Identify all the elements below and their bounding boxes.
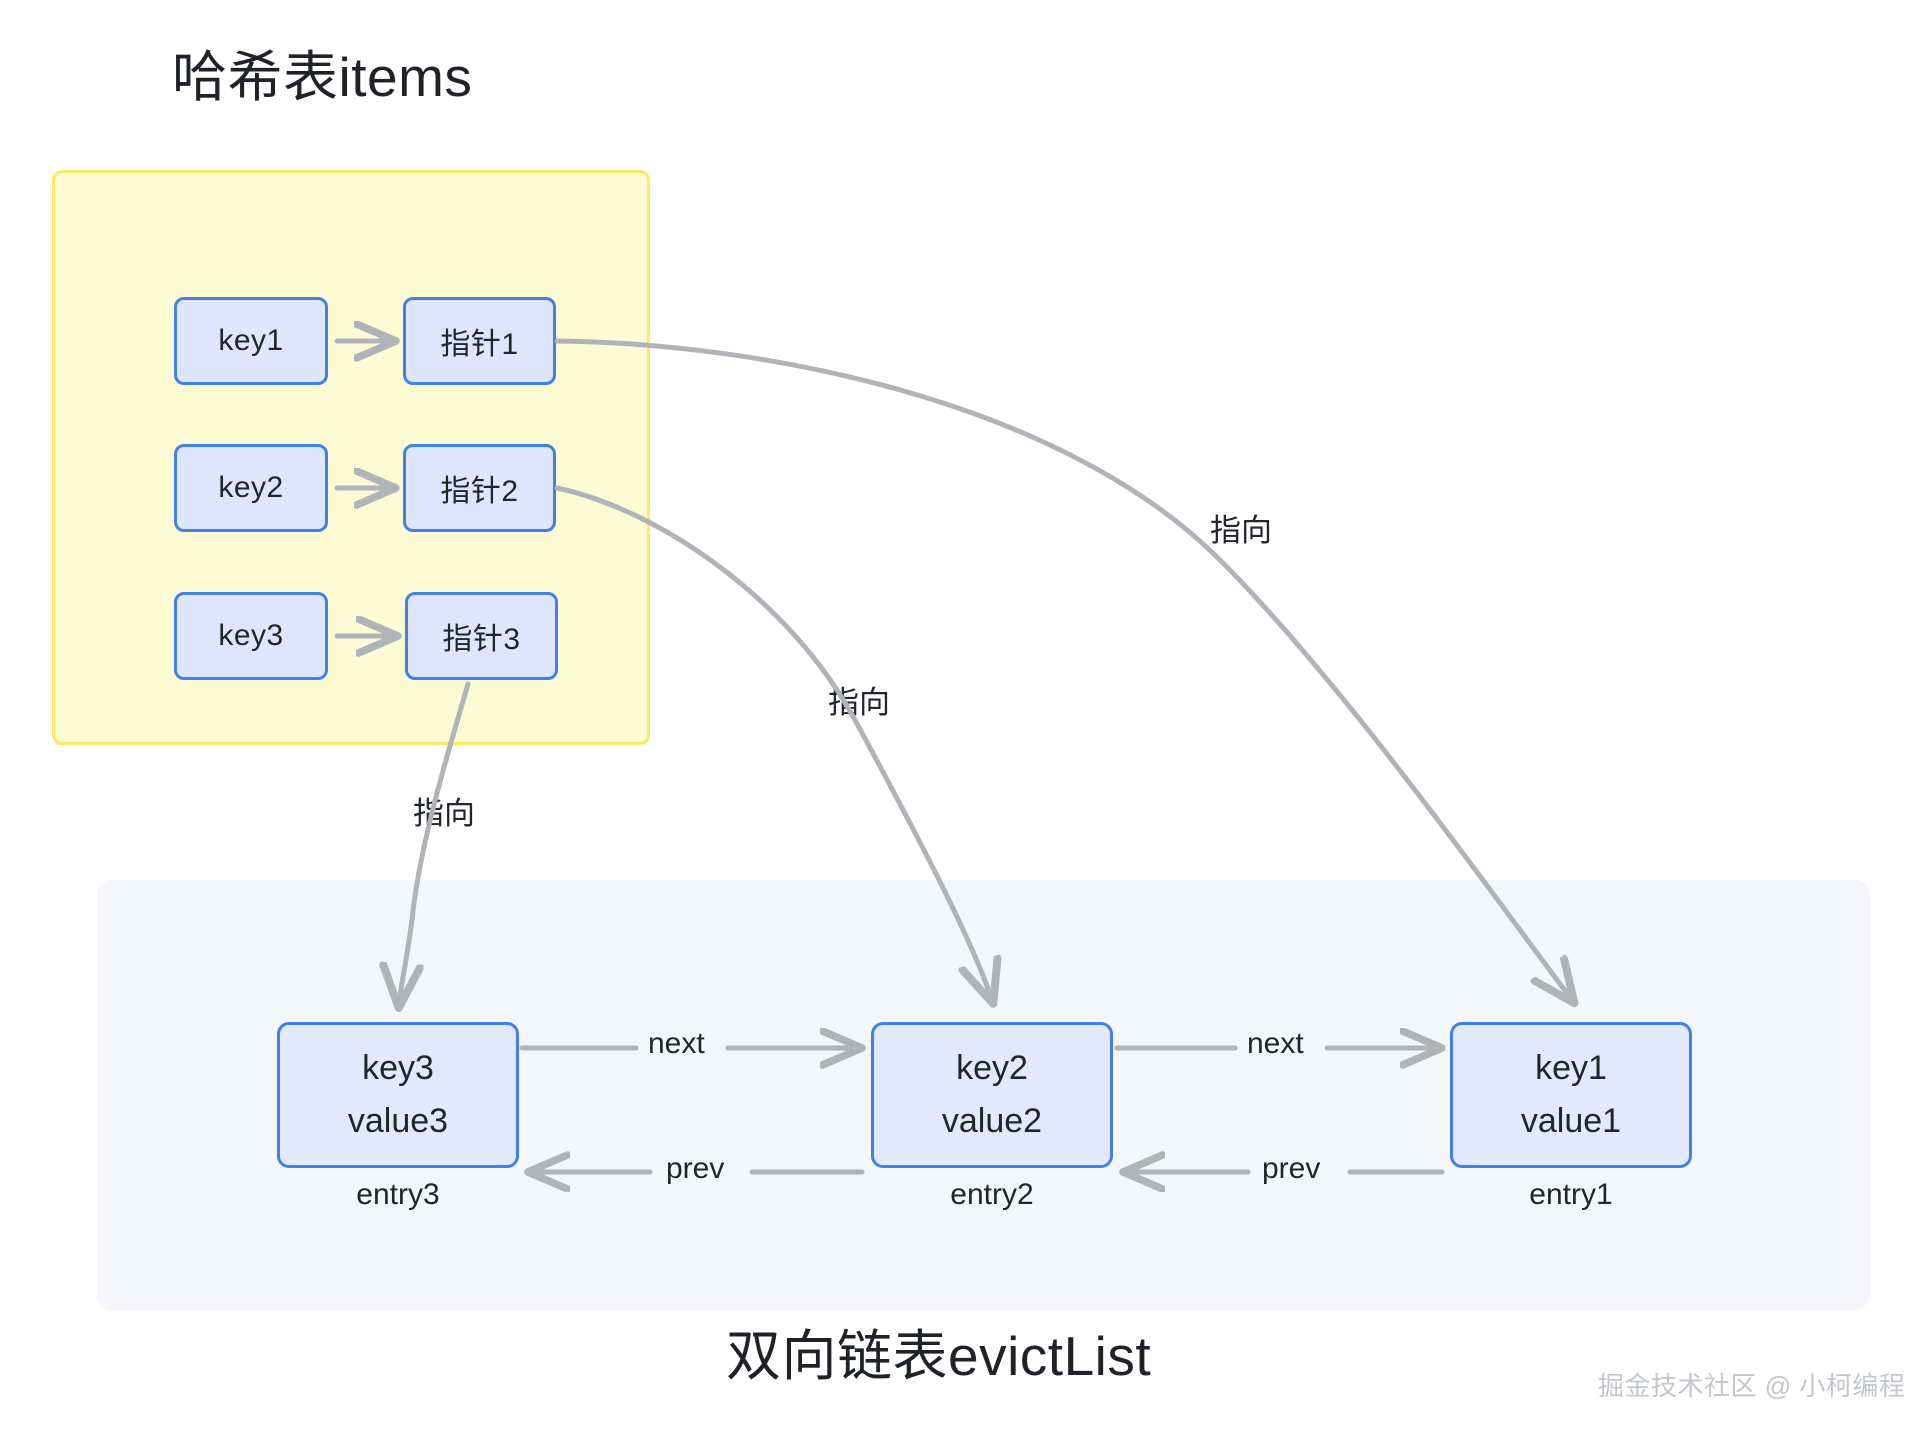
- link-label-next-2: next: [1247, 1027, 1304, 1060]
- link-label-prev-1: prev: [666, 1152, 725, 1185]
- hash-key-cell-2[interactable]: key2: [174, 444, 328, 532]
- entry-node-3-value: value3: [347, 1102, 449, 1140]
- entry-node-3[interactable]: key3 value3: [277, 1022, 519, 1168]
- link-label-prev-2: prev: [1262, 1152, 1321, 1185]
- entry-node-1-caption: entry1: [1529, 1178, 1613, 1211]
- pointer-edge-label-1: 指向: [1210, 513, 1272, 548]
- entry-node-3-caption: entry3: [356, 1178, 440, 1211]
- watermark: 掘金技术社区 @ 小柯编程: [1598, 1371, 1906, 1401]
- entry-node-1[interactable]: key1 value1: [1450, 1022, 1692, 1168]
- pointer-edge-label-3: 指向: [413, 796, 475, 831]
- page-title-hash-table: 哈希表items: [172, 46, 473, 108]
- hash-key-cell-3[interactable]: key3: [174, 592, 328, 680]
- entry-node-1-key: key1: [1535, 1049, 1607, 1087]
- hash-table-panel: [52, 170, 650, 745]
- hash-pointer-cell-1[interactable]: 指针1: [403, 297, 556, 385]
- hash-pointer-cell-2[interactable]: 指针2: [403, 444, 556, 532]
- pointer-edge-label-2: 指向: [828, 685, 890, 720]
- entry-node-2-caption: entry2: [950, 1178, 1034, 1211]
- link-label-next-1: next: [648, 1027, 705, 1060]
- hash-key-cell-1[interactable]: key1: [174, 297, 328, 385]
- entry-node-2-value: value2: [941, 1102, 1043, 1140]
- entry-node-1-value: value1: [1520, 1102, 1622, 1140]
- hash-pointer-cell-3[interactable]: 指针3: [405, 592, 558, 680]
- entry-node-2-key: key2: [956, 1049, 1028, 1087]
- entry-node-3-key: key3: [362, 1049, 434, 1087]
- page-title-evict-list: 双向链表evictList: [726, 1325, 1152, 1387]
- entry-node-2[interactable]: key2 value2: [871, 1022, 1113, 1168]
